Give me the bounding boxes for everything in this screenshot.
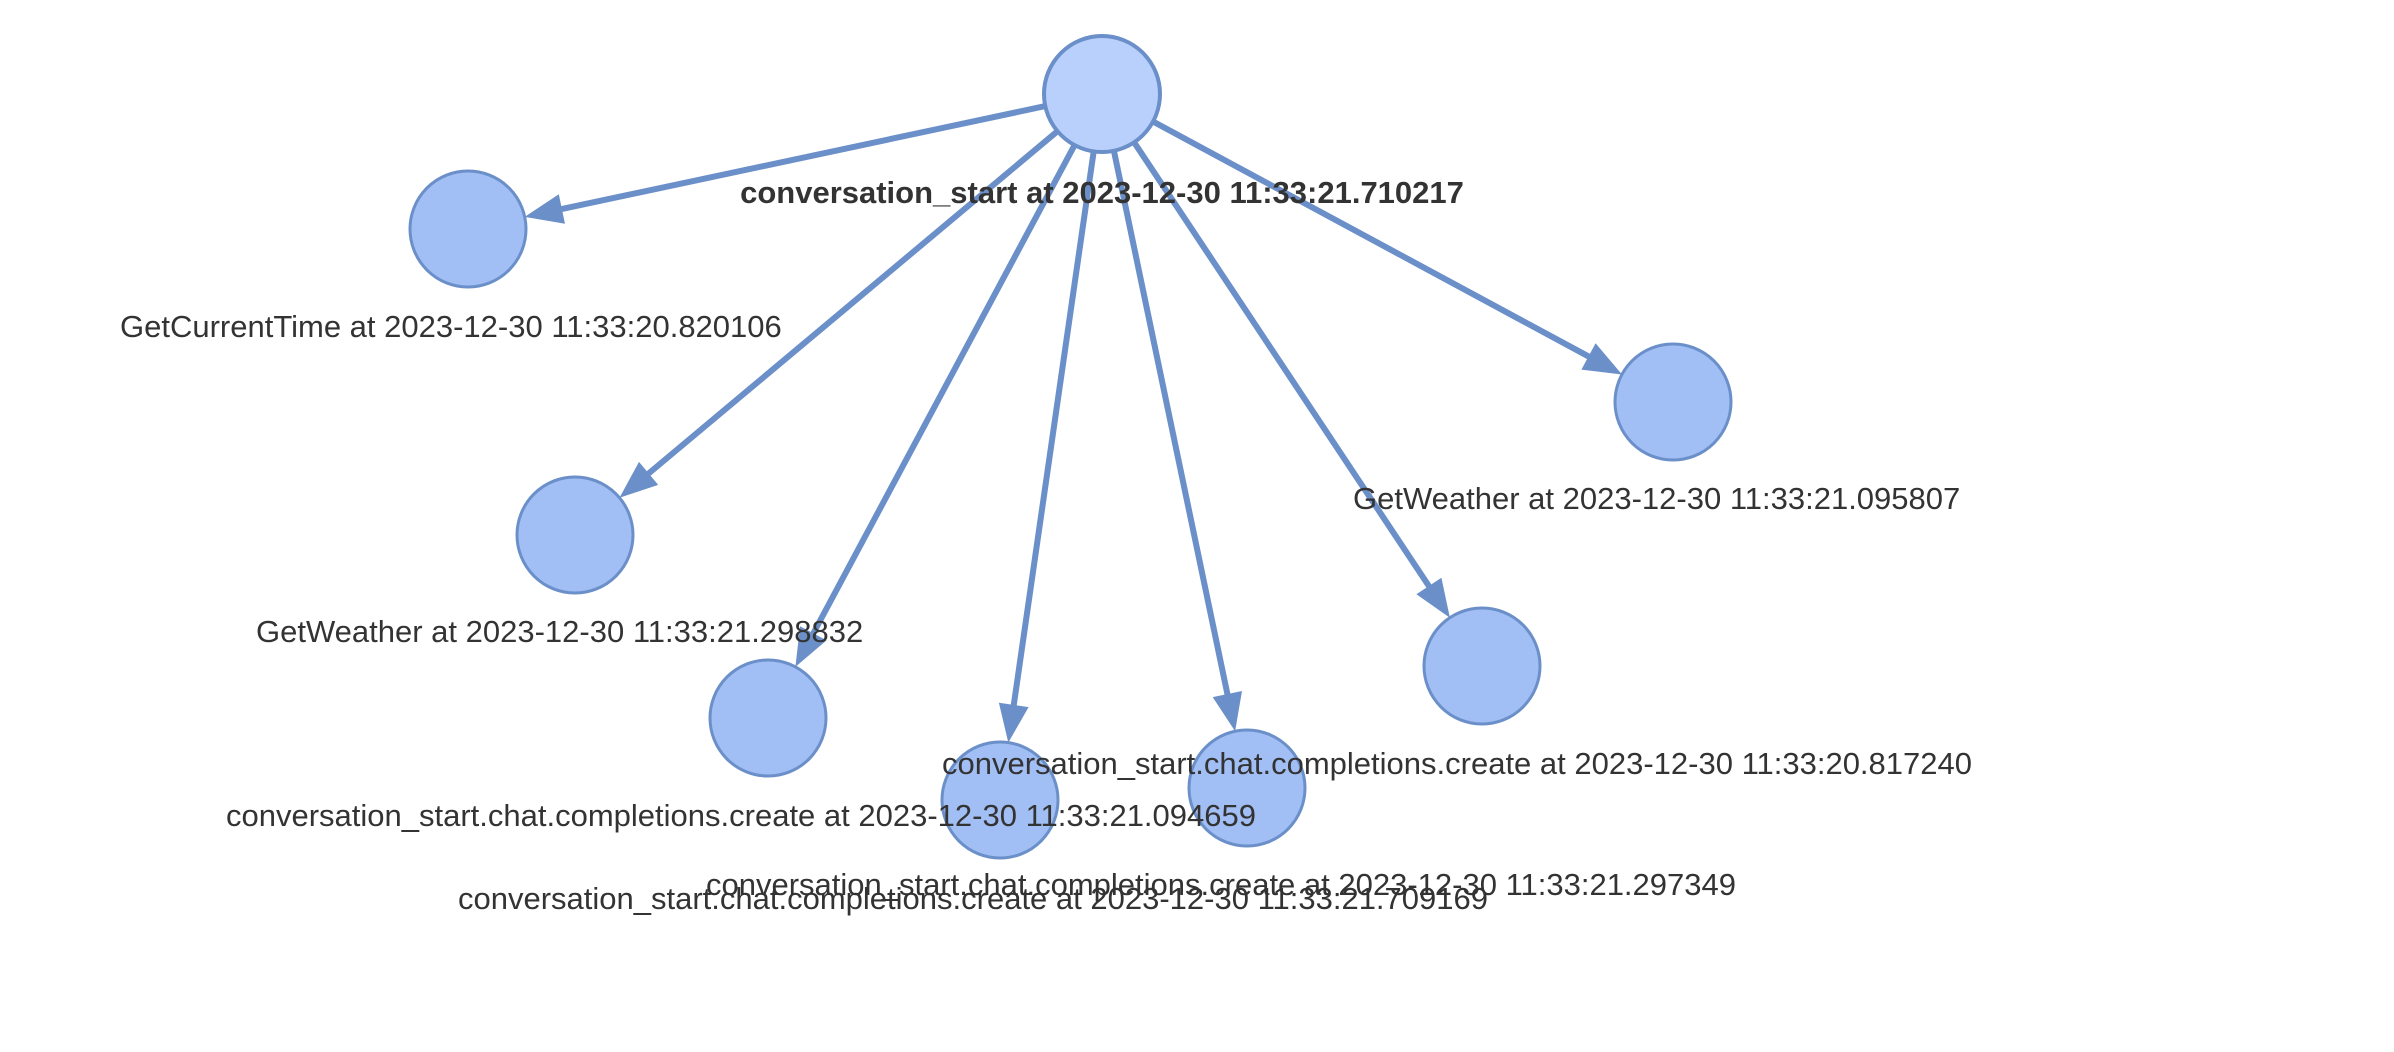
graph-node-get-weather-095807[interactable] (1613, 342, 1733, 462)
edge-line (1151, 118, 1594, 361)
node-label-completions-094659: conversation_start.chat.completions.crea… (226, 798, 1256, 833)
edge-line (1110, 150, 1232, 699)
graph-nodes (408, 34, 1733, 860)
edge-line (643, 128, 1060, 479)
node-label-completions-297349: conversation_start.chat.completions.crea… (706, 867, 1736, 902)
graph-node-get-weather-298832[interactable] (515, 475, 635, 595)
edge-line (1010, 150, 1097, 710)
edge-line (557, 103, 1046, 213)
edge-arrowhead (998, 702, 1029, 743)
node-label-completions-817240: conversation_start.chat.completions.crea… (942, 746, 1972, 781)
node-label-get-current-time: GetCurrentTime at 2023-12-30 11:33:20.82… (120, 309, 782, 344)
edge-line (1131, 140, 1434, 592)
graph-node-completions-297349[interactable] (1187, 728, 1307, 848)
graph-node-completions-094659[interactable] (708, 658, 828, 778)
edge-arrowhead (1581, 343, 1622, 375)
edge-line (808, 143, 1078, 639)
edge-arrowhead (1212, 691, 1242, 732)
graph-node-root[interactable] (1042, 34, 1162, 154)
edge-arrowhead (619, 461, 659, 498)
graph-node-get-current-time[interactable] (408, 169, 528, 289)
graph-node-completions-709169[interactable] (940, 740, 1060, 860)
graph-node-completions-817240[interactable] (1422, 606, 1542, 726)
node-label-completions-709169: conversation_start.chat.completions.crea… (458, 881, 1488, 916)
edge-arrowhead (795, 626, 827, 667)
graph-labels: GetCurrentTime at 2023-12-30 11:33:20.82… (120, 175, 1972, 916)
node-label-get-weather-095807: GetWeather at 2023-12-30 11:33:21.095807 (1353, 481, 1960, 516)
edge-arrowhead (1416, 577, 1450, 618)
node-label-get-weather-298832: GetWeather at 2023-12-30 11:33:21.298832 (256, 614, 863, 649)
node-label-root: conversation_start at 2023-12-30 11:33:2… (740, 175, 1464, 210)
edge-arrowhead (524, 194, 565, 224)
graph-edges (524, 103, 1622, 743)
